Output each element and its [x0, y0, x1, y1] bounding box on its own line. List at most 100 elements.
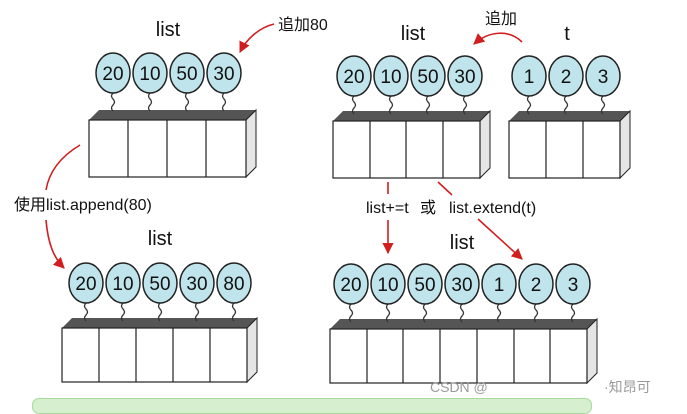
balloon-value: 3: [598, 67, 609, 88]
balloon-value: 2: [561, 67, 572, 88]
balloon: 50: [407, 263, 443, 323]
balloon: 10: [373, 55, 409, 115]
balloon-value: 20: [343, 67, 364, 88]
balloon: 10: [132, 52, 168, 112]
balloon: 1: [511, 55, 547, 115]
balloon: 20: [336, 55, 372, 115]
balloon-value: 3: [568, 275, 579, 296]
spring: [147, 92, 153, 112]
balloon-value: 20: [102, 64, 123, 85]
balloon: 30: [206, 52, 242, 112]
balloon: 30: [447, 55, 483, 115]
box-row-front: [508, 120, 621, 179]
append-arrow-lower: [45, 219, 65, 269]
watermark-csdn: CSDN @: [430, 379, 488, 395]
append-operation: 使用list.append(80): [14, 144, 152, 269]
bottom-green-band: [32, 398, 592, 414]
box-row-side: [245, 108, 257, 179]
extend-arrow-lower: [477, 218, 523, 260]
box-row-side: [479, 109, 491, 180]
bottom-right-box-row: [329, 317, 598, 385]
bottom-right-balloons: 20 10 50 30 1: [333, 263, 591, 323]
bottom-left-list-group: list 20 10 50: [61, 228, 258, 384]
balloon-value: 50: [176, 64, 197, 85]
top-right-group: list t 追加 20 10: [332, 10, 631, 180]
bottom-right-list-group: list 20 10: [329, 232, 598, 385]
balloon-value: 30: [451, 275, 472, 296]
balloon: 20: [68, 262, 104, 322]
spring: [221, 92, 227, 112]
balloon-value: 30: [213, 64, 234, 85]
top-right-list-label: list: [401, 23, 426, 45]
box-row-side: [586, 317, 598, 385]
plus-eq-label: list+=t: [366, 200, 409, 217]
spring: [184, 92, 190, 112]
balloon: 1: [481, 263, 517, 323]
spring: [110, 92, 116, 112]
balloon: 3: [555, 263, 591, 323]
balloon: 30: [179, 262, 215, 322]
balloon-value: 30: [454, 67, 475, 88]
balloon: 2: [518, 263, 554, 323]
balloon: 30: [444, 263, 480, 323]
balloon: 50: [169, 52, 205, 112]
balloon-value: 10: [139, 64, 160, 85]
watermark-author: ·知昂可: [604, 379, 651, 395]
bottom-right-list-label: list: [450, 232, 475, 254]
bottom-left-box-row: [61, 316, 258, 384]
top-left-box-row: [88, 108, 257, 179]
balloon: 20: [95, 52, 131, 112]
top-right-list-box-row: [332, 109, 491, 180]
balloon-circle: [169, 52, 205, 94]
balloon: 10: [105, 262, 141, 322]
box-row-top: [333, 111, 490, 121]
balloon-value: 10: [377, 275, 398, 296]
balloon: 20: [333, 263, 369, 323]
top-right-append-note: 追加: [485, 10, 517, 28]
top-right-list-balloons: 20 10 50 30: [336, 55, 483, 115]
box-row-top: [89, 110, 256, 120]
box-row-front: [329, 328, 588, 384]
balloon: 50: [410, 55, 446, 115]
balloon-value: 50: [414, 275, 435, 296]
extend-note-arrow: [473, 32, 523, 45]
box-row-side: [246, 316, 258, 384]
bottom-left-balloons: 20 10 50 30 80: [68, 262, 252, 322]
balloon-circle: [206, 52, 242, 94]
top-right-t-box-row: [508, 109, 631, 180]
balloon-value: 10: [380, 67, 401, 88]
top-right-t-balloons: 1 2 3: [511, 55, 621, 115]
box-row-top: [509, 111, 630, 121]
balloon-circle: [132, 52, 168, 94]
balloon-value: 20: [340, 275, 361, 296]
top-left-list-label: list: [156, 19, 181, 41]
balloon: 50: [142, 262, 178, 322]
extend-label: list.extend(t): [449, 200, 536, 217]
box-row-top: [62, 318, 257, 328]
balloon-value: 20: [75, 274, 96, 295]
balloon-value: 50: [417, 67, 438, 88]
balloon: 3: [585, 55, 621, 115]
balloon-value: 50: [149, 274, 170, 295]
extend-arrow-upper: [437, 181, 453, 196]
top-left-append-note: 追加80: [278, 16, 328, 34]
or-label: 或: [420, 199, 436, 217]
box-row-side: [619, 109, 631, 180]
balloon: 2: [548, 55, 584, 115]
top-right-t-label: t: [564, 23, 570, 45]
balloon: 80: [216, 262, 252, 322]
box-row-top: [330, 319, 597, 329]
append-arrow-upper: [45, 144, 81, 191]
balloon-value: 80: [223, 274, 244, 295]
balloon-circle: [95, 52, 131, 94]
append-note-arrow: [239, 23, 275, 54]
balloon-value: 2: [531, 275, 542, 296]
top-left-balloons: 20 10 50 30: [95, 52, 242, 112]
balloon: 10: [370, 263, 406, 323]
balloon-value: 1: [494, 275, 505, 296]
balloon-value: 10: [112, 274, 133, 295]
balloon-value: 1: [524, 67, 535, 88]
balloon-value: 30: [186, 274, 207, 295]
